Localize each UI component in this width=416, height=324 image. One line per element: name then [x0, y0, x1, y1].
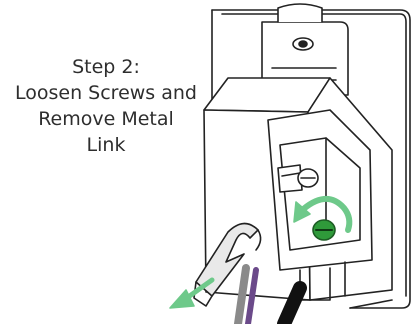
step-line-1: Loosen Screws and	[15, 82, 197, 104]
screw-icon	[312, 219, 336, 241]
step-title: Step 2:	[72, 56, 140, 78]
rotate-arrow-icon	[293, 196, 353, 233]
step-instruction: Step 2: Loosen Screws and Remove Metal L…	[0, 54, 212, 158]
pull-out-arrow-icon	[169, 277, 215, 309]
device-body	[203, 77, 393, 301]
mounting-strap	[261, 3, 349, 96]
wires	[234, 264, 307, 324]
step-line-3: Link	[86, 134, 126, 156]
step-line-2: Remove Metal	[38, 108, 174, 130]
base-ledge	[349, 299, 393, 309]
upper-screw	[277, 164, 319, 193]
